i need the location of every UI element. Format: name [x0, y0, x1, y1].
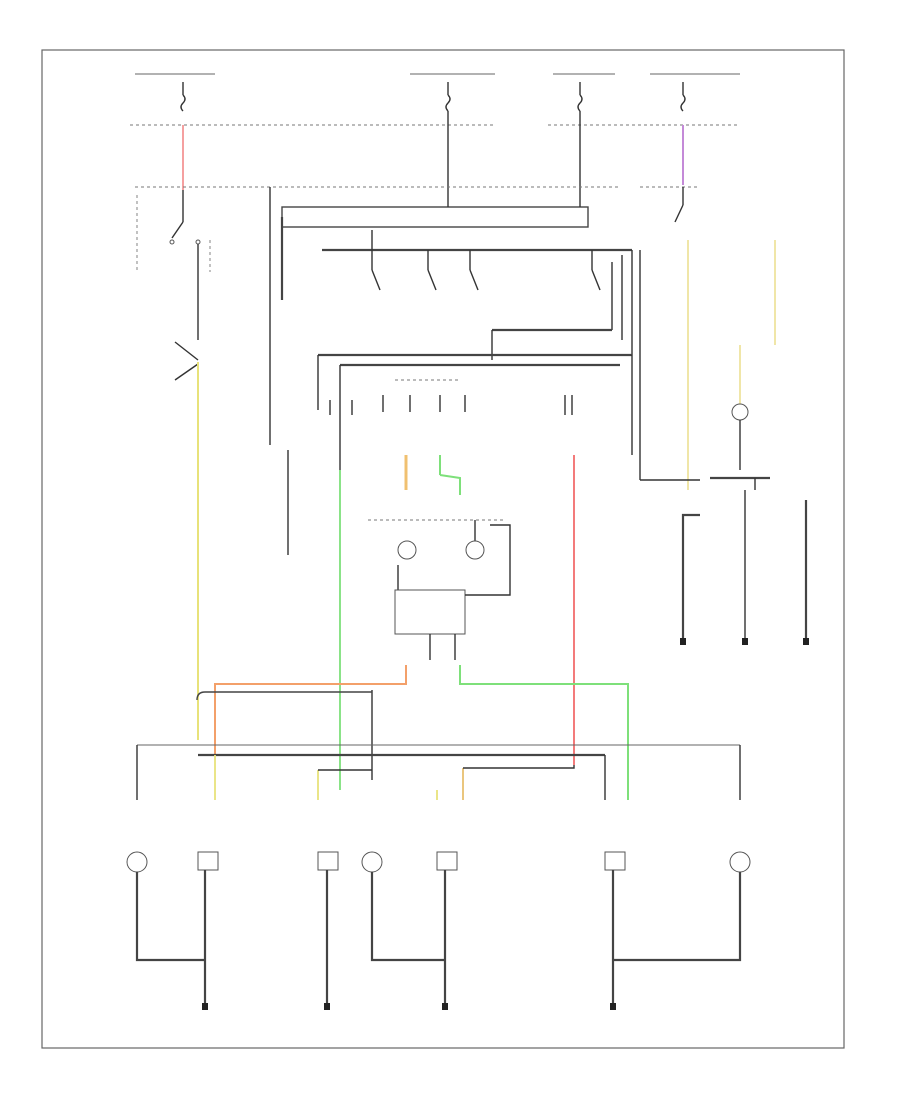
diagram-frame — [41, 49, 845, 1049]
hazard-flasher-module — [368, 455, 511, 660]
multifunction-switch — [281, 206, 589, 228]
rear-lamp-bus — [136, 744, 741, 800]
lamp-feed-wires — [196, 455, 629, 800]
lamp-sockets — [126, 851, 751, 873]
fuses — [180, 82, 686, 112]
switch-contacts — [322, 230, 633, 360]
left-junction — [174, 341, 289, 740]
switch-housings — [135, 186, 700, 272]
power-sources — [130, 73, 740, 126]
flasher-bus — [317, 250, 641, 480]
headlamp-switch — [169, 190, 201, 340]
lamp-ground-wires — [135, 870, 742, 1010]
feed-wires — [182, 111, 684, 190]
brake-lamp-switch — [640, 187, 809, 645]
